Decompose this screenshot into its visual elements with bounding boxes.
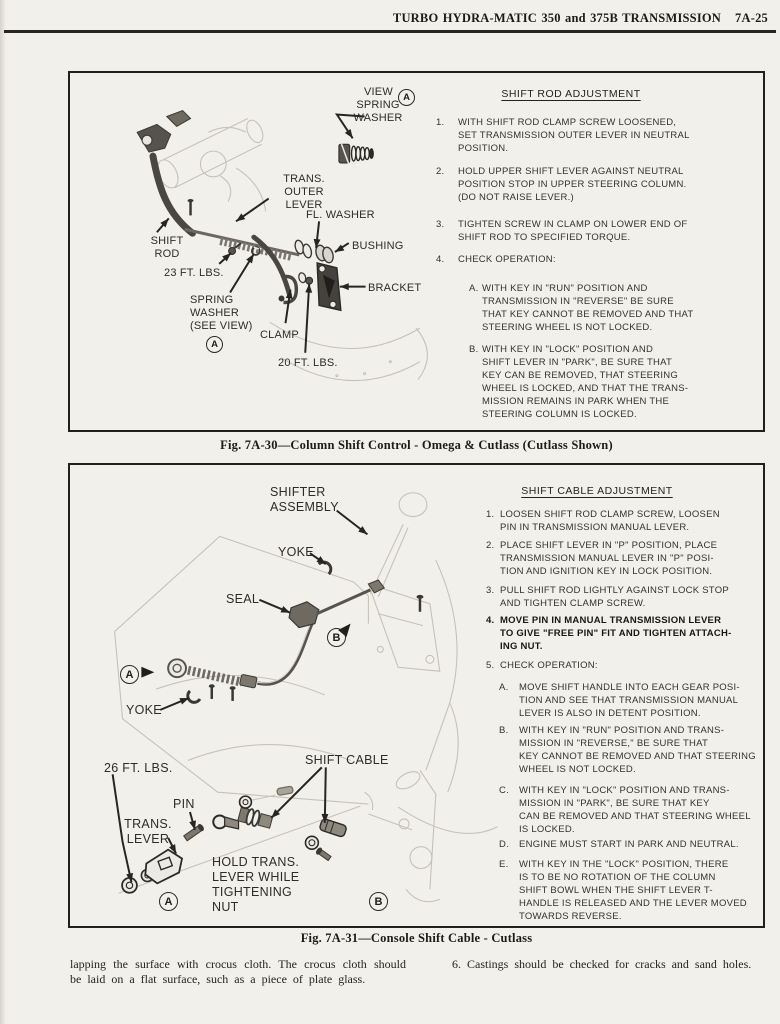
instruction-step-emphasized: 4. MOVE PIN IN MANUAL TRANSMISSION LEVER … [486,614,764,653]
step-number: 1. [486,509,495,520]
instruction-step: 1. LOOSEN SHIFT ROD CLAMP SCREW, LOOSEN P… [486,508,764,534]
label-clamp: CLAMP [260,329,299,341]
figure-caption: Fig. 7A-30—Column Shift Control - Omega … [220,438,613,452]
step-number: 4. [436,254,445,265]
step-letter: A. [469,283,479,294]
label-spring-washer-view: SPRING WASHER [353,99,403,124]
label-view: VIEW [364,86,393,98]
label-yoke-lower: YOKE [126,703,162,717]
detail-a-lower-circle: A [159,892,178,911]
label-yoke-upper: YOKE [278,545,314,559]
instruction-step: 3. PULL SHIFT ROD LIGHTLY AGAINST LOCK ST… [486,584,764,610]
step-text: ENGINE MUST START IN PARK AND NEUTRAL. [519,839,739,850]
detail-b-lower-circle: B [369,892,388,911]
instruction-substep: B.WITH KEY IN "LOCK" POSITION AND SHIFT … [436,343,766,421]
label-shift-rod: SHIFT ROD [150,235,184,260]
figure-7a-30: VIEW A SPRING WASHER TRANS. OUTER LEVER … [68,71,765,432]
step-text: WITH KEY IN "LOCK" POSITION AND SHIFT LE… [482,344,689,420]
step-text: WITH KEY IN THE "LOCK" POSITION, THERE I… [519,859,747,922]
page-number: 7A-25 [735,11,768,25]
step-text: MOVE SHIFT HANDLE INTO EACH GEAR POSI- T… [519,682,740,719]
step-number: 2. [486,540,495,551]
instruction-list: 1. LOOSEN SHIFT ROD CLAMP SCREW, LOOSEN P… [486,508,764,923]
console-shift-cable-drawing [111,492,498,903]
step-text: CHECK OPERATION: [458,254,556,265]
label-trans-lever: TRANS. LEVER [124,817,172,846]
instruction-step: 2. PLACE SHIFT LEVER IN "P" POSITION, PLA… [486,539,764,578]
label-spring-washer: SPRING WASHER (SEE VIEW) [190,294,253,332]
step-letter: B. [499,725,509,736]
instruction-substep: B. WITH KEY IN "RUN" POSITION AND TRANS- … [486,724,764,776]
label-shift-cable: SHIFT CABLE [305,753,389,767]
step-letter: A. [499,682,509,693]
step-text: WITH KEY IN "RUN" POSITION AND TRANSMISS… [482,283,694,333]
step-number: 3. [486,585,495,596]
see-view-detail-circle: A [206,336,223,353]
detail-a-circle: A [120,665,139,684]
view-detail-circle: A [398,89,415,106]
instruction-substep: E. WITH KEY IN THE "LOCK" POSITION, THERE… [486,858,764,923]
step-number: 5. [486,660,495,671]
column-shift-drawing [136,110,428,382]
shift-rod-adjustment-panel: SHIFT ROD ADJUSTMENT 1. WITH SHIFT ROD CL… [436,88,766,421]
step-letter: E. [499,859,509,870]
instruction-list: 1. WITH SHIFT ROD CLAMP SCREW LOOSENED, S… [436,116,766,421]
instruction-substep: D. ENGINE MUST START IN PARK AND NEUTRAL. [486,838,764,851]
label-bracket: BRACKET [368,282,422,294]
panel-title: SHIFT ROD ADJUSTMENT [501,88,641,100]
instruction-step: 3. TIGHTEN SCREW IN CLAMP ON LOWER END OF… [436,218,766,244]
label-shifter-assembly: SHIFTER ASSEMBLY [270,485,339,514]
label-trans-outer-lever: TRANS. OUTER LEVER [283,173,325,211]
figure-caption: Fig. 7A-31—Console Shift Cable - Cutlass [300,931,533,945]
header-title: TURBO HYDRA-MATIC 350 and 375B TRANSMISS… [392,11,722,25]
instruction-step: 4. CHECK OPERATION: [436,253,766,266]
instruction-substep: A. MOVE SHIFT HANDLE INTO EACH GEAR POSI-… [486,681,764,720]
label-torque-26: 26 FT. LBS. [104,761,173,775]
page-header: TURBO HYDRA-MATIC 350 and 375B TRANSMISS… [393,11,768,26]
step-number: 4. [486,615,495,626]
panel-title: SHIFT CABLE ADJUSTMENT [521,485,673,497]
step-number: 3. [436,219,445,230]
step-text: PULL SHIFT ROD LIGHTLY AGAINST LOCK STOP… [500,585,729,609]
step-letter: D. [499,839,509,850]
label-fl-washer: FL. WASHER [306,209,375,221]
step-letter: B. [469,344,479,355]
instruction-step: 5. CHECK OPERATION: [486,659,764,672]
step-text: WITH KEY IN "RUN" POSITION AND TRANS- MI… [519,725,756,775]
label-hold-note: HOLD TRANS. LEVER WHILE TIGHTENING NUT [212,855,300,914]
step-text: LOOSEN SHIFT ROD CLAMP SCREW, LOOSEN PIN… [500,509,720,533]
step-letter: C. [499,785,509,796]
step-text: TIGHTEN SCREW IN CLAMP ON LOWER END OF S… [458,219,688,243]
step-text: CHECK OPERATION: [500,660,598,671]
step-text: HOLD UPPER SHIFT LEVER AGAINST NEUTRAL P… [458,166,687,203]
instruction-substep: C. WITH KEY IN "LOCK" POSITION AND TRANS-… [486,784,764,836]
step-text: MOVE PIN IN MANUAL TRANSMISSION LEVER TO… [500,615,732,652]
label-torque-23: 23 FT. LBS. [164,267,224,279]
label-torque-20: 20 FT. LBS. [278,357,338,369]
instruction-substep: A.WITH KEY IN "RUN" POSITION AND TRANSMI… [436,282,766,334]
instruction-step: 1. WITH SHIFT ROD CLAMP SCREW LOOSENED, S… [436,116,766,155]
body-text-left-column: lapping the surface with crocus cloth. T… [70,957,406,986]
step-text: WITH SHIFT ROD CLAMP SCREW LOOSENED, SET… [458,117,690,154]
shift-cable-adjustment-panel: SHIFT CABLE ADJUSTMENT 1. LOOSEN SHIFT RO… [486,485,764,923]
label-pin: PIN [173,797,195,811]
step-text: PLACE SHIFT LEVER IN "P" POSITION, PLACE… [500,540,718,577]
scan-edge-shadow [0,0,6,1024]
label-seal: SEAL [226,592,260,606]
label-bushing: BUSHING [352,240,404,252]
detail-b-circle: B [327,628,346,647]
step-text: WITH KEY IN "LOCK" POSITION AND TRANS- M… [519,785,751,835]
figure-7a-31: SHIFTER ASSEMBLY YOKE SEAL B A YOKE 26 F… [68,463,765,928]
body-text-right-column: 6. Castings should be checked for cracks… [452,957,752,971]
step-number: 2. [436,166,445,177]
header-rule [4,30,776,33]
step-number: 1. [436,117,445,128]
instruction-step: 2. HOLD UPPER SHIFT LEVER AGAINST NEUTRAL… [436,165,766,204]
